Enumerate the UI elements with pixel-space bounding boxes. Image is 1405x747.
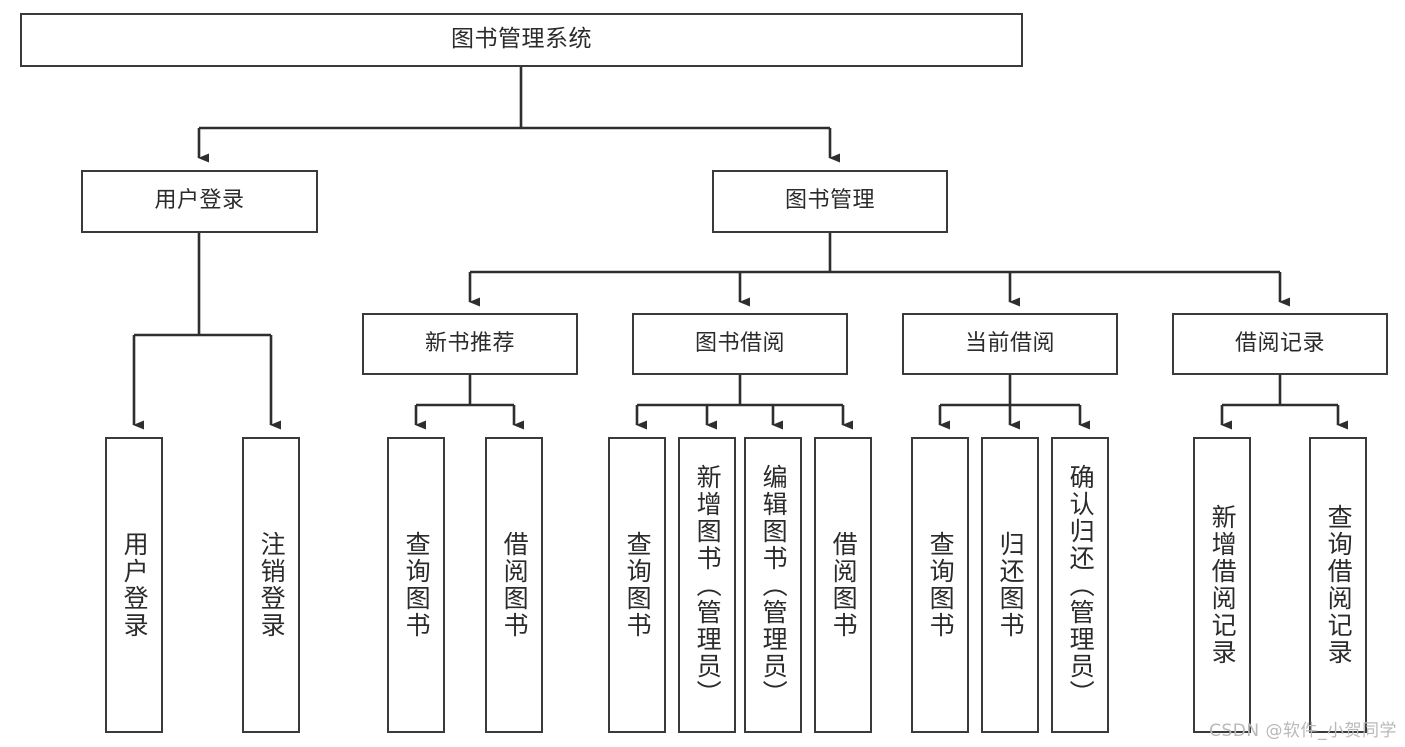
node-leaf-query-book-2-label: 查询图书	[623, 531, 653, 639]
node-leaf-query-record-label: 查询借阅记录	[1324, 504, 1354, 666]
node-leaf-edit-book[interactable]: 编辑图书（管理员）	[744, 437, 802, 733]
node-leaf-borrow-book-1-label: 借阅图书	[500, 531, 530, 639]
node-borrow-record-label: 借阅记录	[1234, 330, 1325, 356]
node-leaf-logout-label: 注销登录	[257, 531, 287, 639]
node-leaf-confirm-return[interactable]: 确认归还（管理员）	[1051, 437, 1109, 733]
node-book-borrow-label: 图书借阅	[694, 330, 785, 356]
node-current-borrow[interactable]: 当前借阅	[902, 313, 1118, 375]
node-book-borrow[interactable]: 图书借阅	[632, 313, 848, 375]
node-leaf-add-book-label: 新增图书（管理员）	[693, 463, 723, 707]
node-root-label: 图书管理系统	[451, 26, 592, 53]
node-leaf-borrow-book-1[interactable]: 借阅图书	[485, 437, 543, 733]
node-borrow-record[interactable]: 借阅记录	[1172, 313, 1388, 375]
node-leaf-query-record[interactable]: 查询借阅记录	[1309, 437, 1367, 733]
node-leaf-query-book-1[interactable]: 查询图书	[387, 437, 445, 733]
node-new-book-rec-label: 新书推荐	[424, 330, 515, 356]
node-leaf-add-record-label: 新增借阅记录	[1208, 504, 1238, 666]
node-root[interactable]: 图书管理系统	[20, 13, 1023, 67]
node-leaf-return-book[interactable]: 归还图书	[981, 437, 1039, 733]
node-current-borrow-label: 当前借阅	[964, 330, 1055, 356]
node-user-login-label: 用户登录	[154, 188, 245, 214]
node-leaf-borrow-book-2[interactable]: 借阅图书	[814, 437, 872, 733]
node-leaf-user-login-label: 用户登录	[120, 531, 150, 639]
node-leaf-add-record[interactable]: 新增借阅记录	[1193, 437, 1251, 733]
node-new-book-rec[interactable]: 新书推荐	[362, 313, 578, 375]
node-leaf-query-book-3[interactable]: 查询图书	[911, 437, 969, 733]
node-leaf-query-book-2[interactable]: 查询图书	[608, 437, 666, 733]
node-leaf-logout[interactable]: 注销登录	[242, 437, 300, 733]
watermark-text: CSDN @软件_小贺同学	[1209, 721, 1397, 741]
node-leaf-borrow-book-2-label: 借阅图书	[829, 531, 859, 639]
node-book-manage[interactable]: 图书管理	[712, 170, 948, 233]
node-leaf-query-book-1-label: 查询图书	[402, 531, 432, 639]
node-book-manage-label: 图书管理	[784, 188, 875, 214]
node-leaf-edit-book-label: 编辑图书（管理员）	[759, 463, 789, 707]
node-user-login[interactable]: 用户登录	[81, 170, 318, 233]
node-leaf-add-book[interactable]: 新增图书（管理员）	[678, 437, 736, 733]
node-leaf-query-book-3-label: 查询图书	[926, 531, 956, 639]
node-leaf-user-login[interactable]: 用户登录	[105, 437, 163, 733]
node-leaf-return-book-label: 归还图书	[996, 531, 1026, 639]
node-leaf-confirm-return-label: 确认归还（管理员）	[1066, 463, 1096, 707]
